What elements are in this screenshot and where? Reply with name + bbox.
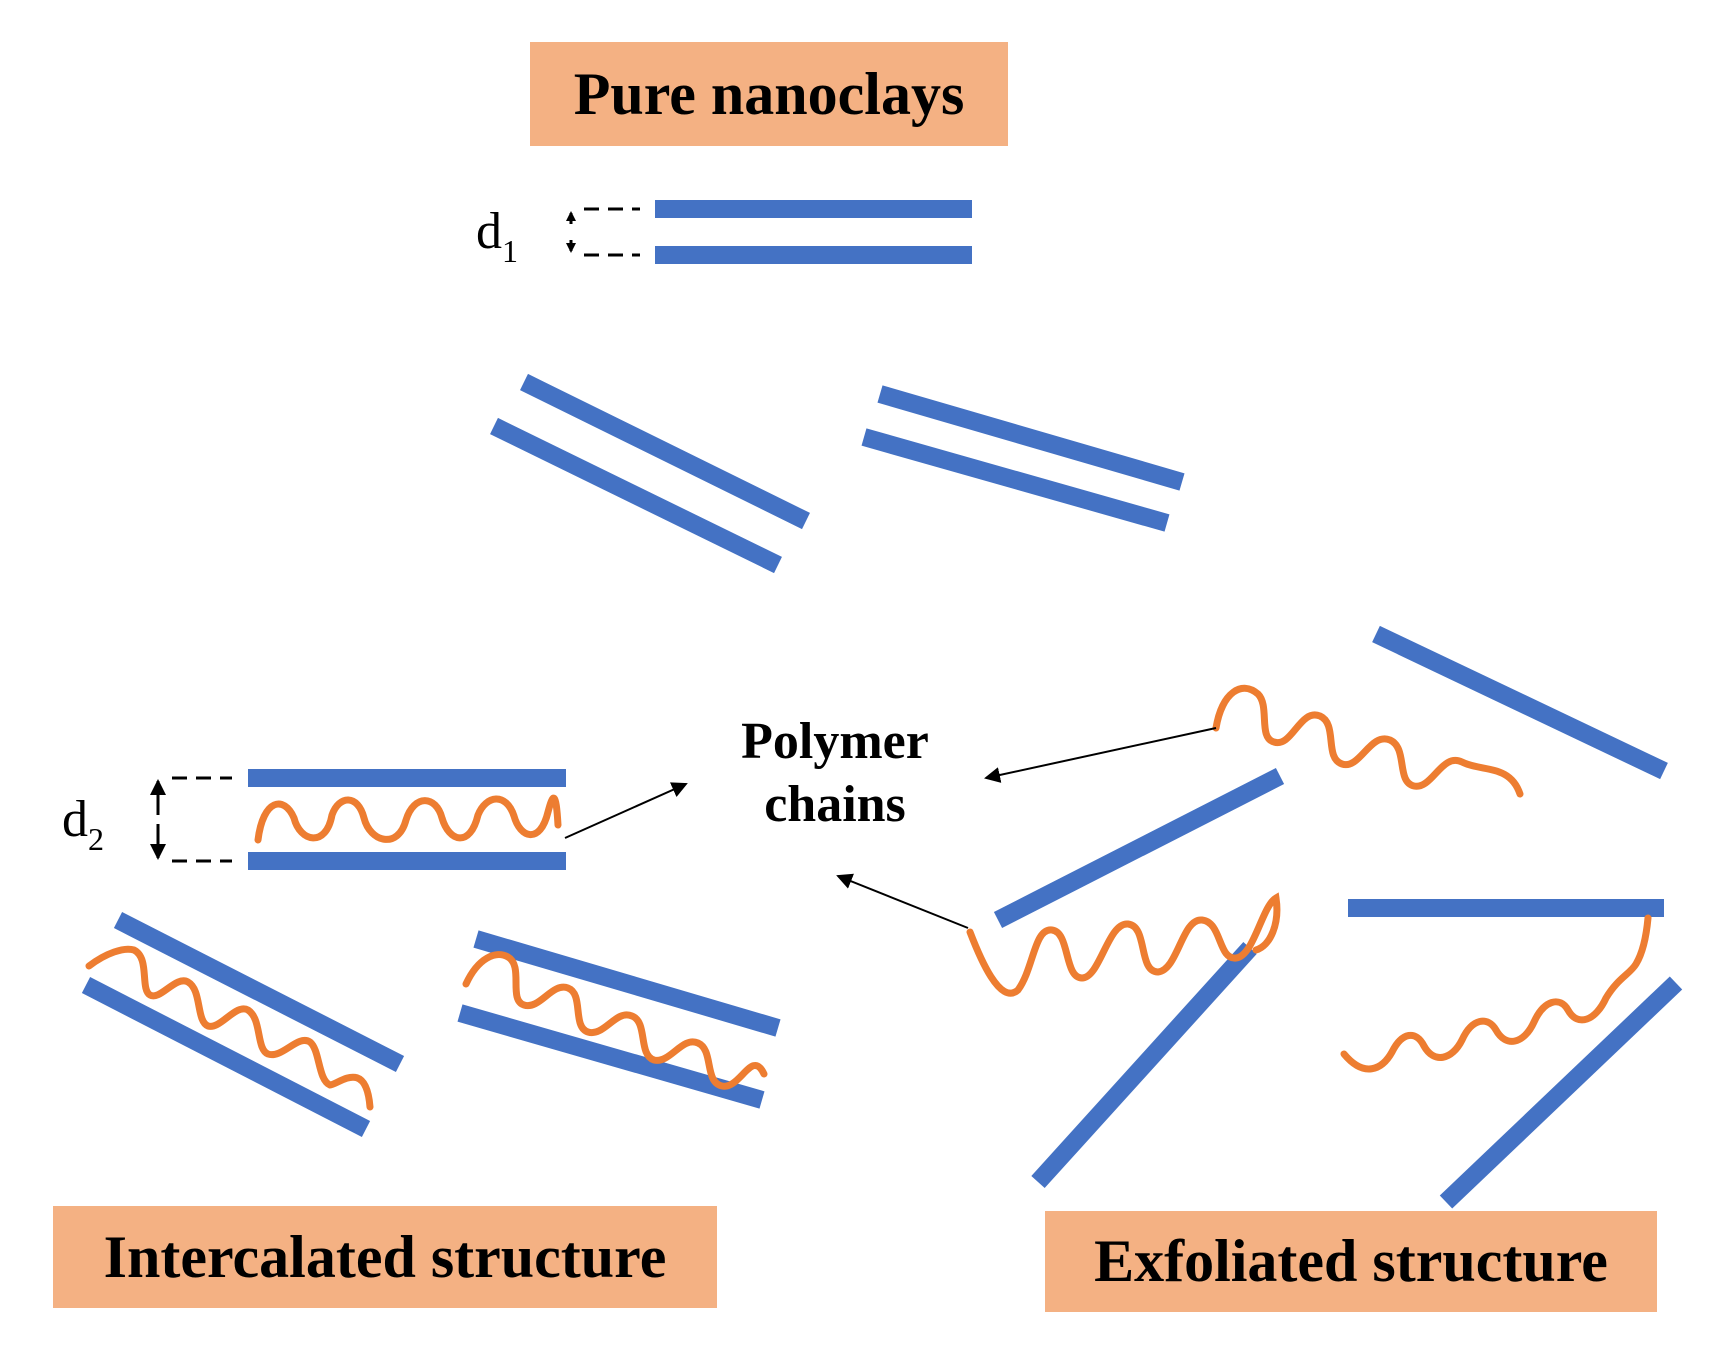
intercalated-stack — [457, 930, 781, 1109]
pointer-arrows — [564, 727, 1217, 929]
polymer-chain — [1340, 914, 1652, 1073]
pointer-arrow — [984, 727, 1217, 783]
pure-nanoclay-tilted-stack — [861, 385, 1185, 532]
pointer-arrow — [836, 873, 969, 929]
polymer-chains-label: Polymer chains — [700, 710, 970, 837]
intercalated-structure-label: Intercalated structure — [53, 1206, 717, 1308]
pure-nanoclays-label: Pure nanoclays — [530, 42, 1008, 146]
pure-nanoclay-stack — [655, 200, 972, 264]
exfoliated-layers — [966, 625, 1683, 1209]
d2-label: d2 — [62, 791, 104, 857]
intercalated-stack-main — [248, 769, 566, 870]
polymer-chain — [462, 951, 768, 1090]
clay-layer — [1372, 625, 1668, 780]
d1-spacing-indicator — [566, 207, 640, 257]
clay-layer — [1031, 941, 1257, 1189]
pure-nanoclay-tilted-stack — [490, 373, 810, 574]
intercalated-stack — [81, 911, 405, 1138]
polymer-chains-line2: chains — [764, 776, 906, 834]
polymer-chain — [85, 945, 374, 1111]
clay-layer — [993, 767, 1285, 929]
polymer-chains-line1: Polymer — [741, 713, 929, 770]
polymer-chain — [966, 892, 1281, 997]
exfoliated-structure-label: Exfoliated structure — [1045, 1211, 1657, 1312]
clay-layer — [1439, 976, 1683, 1209]
polymer-chain — [254, 794, 562, 844]
d1-label: d1 — [476, 203, 518, 269]
pointer-arrow — [564, 782, 688, 839]
d2-spacing-indicator — [150, 776, 232, 863]
polymer-chain — [1212, 684, 1524, 798]
